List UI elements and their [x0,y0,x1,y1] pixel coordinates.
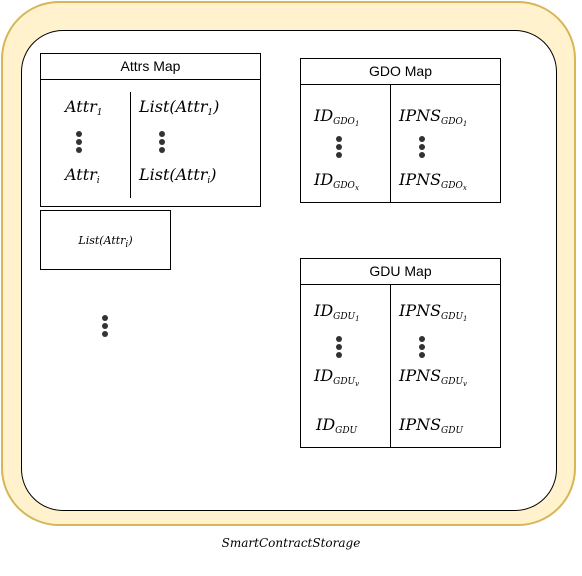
gdo-map-value-x-sub: GDO [441,181,463,191]
gdu-map-value-plain: IPNSGDU [399,416,463,440]
gdu-map-key-v-base: ID [314,366,334,385]
attrs-map-value-1-prefix: List(Attr [139,97,208,116]
gdo-map-key-x-base: ID [314,170,334,189]
gdo-map-key-x: IDGDOx [314,171,359,197]
gdu-map-value-1-base: IPNS [399,301,442,320]
attr-list-label-suffix: ) [128,234,133,247]
attrs-map-key-ellipsis [76,131,82,155]
gdo-map-divider [390,84,391,203]
gdo-map-key-x-sub: GDO [333,181,355,191]
attrs-map-value-i-prefix: List(Attr [139,165,208,184]
gdu-map-key-v-sub: GDU [333,377,356,387]
gdu-map-value-v-subsub: v [463,380,468,388]
gdo-map-value-1-base: IPNS [399,106,442,125]
more-lists-ellipsis [102,315,108,339]
gdo-map-key-1-sub: GDO [333,117,355,127]
attr-list-label-sub: i [125,240,129,250]
attr-list-label: List(Attri) [41,232,170,254]
gdu-map-key-1: IDGDU1 [314,302,360,328]
gdu-map-value-1: IPNSGDU1 [399,302,468,328]
gdu-map-value-ellipsis [419,336,425,360]
attr-list-box: List(Attri) [40,210,171,270]
attrs-map-key-i-base: Attr [65,165,97,184]
gdu-map-value-plain-base: IPNS [399,415,442,434]
gdo-map-value-x-subsub: x [462,184,467,192]
gdu-map-key-1-base: ID [314,301,334,320]
gdu-map-key-v: IDGDUv [314,367,359,393]
gdu-map-key-plain: IDGDU [316,416,357,440]
gdu-map-key-1-subsub: 1 [355,315,360,323]
gdo-map-key-1: IDGDO1 [314,107,359,133]
attrs-map-divider [130,92,131,198]
attrs-map-value-i: List(Attri) [139,166,217,190]
gdu-map-key-plain-sub: GDU [335,426,358,436]
gdo-map-key-ellipsis [336,136,342,160]
attrs-map-key-1-base: Attr [65,97,97,116]
gdu-map-value-v-base: IPNS [399,366,442,385]
gdu-map-value-v: IPNSGDUv [399,367,467,393]
gdu-map-value-plain-sub: GDU [441,426,464,436]
gdu-map-title: GDU Map [301,259,500,285]
attrs-map-value-1-sub: 1 [207,108,214,118]
gdo-map-key-1-subsub: 1 [354,120,360,128]
attr-list-label-prefix: List(Attr [78,234,126,247]
gdo-map-value-ellipsis [419,136,425,160]
gdu-map-key-v-subsub: v [355,380,360,388]
gdo-map-value-1-sub: GDO [441,117,463,127]
gdo-map-title: GDO Map [301,59,500,85]
gdo-map-value-x: IPNSGDOx [399,171,467,197]
gdo-map-value-1-subsub: 1 [462,120,468,128]
gdu-map-table: GDU Map IDGDU1 IPNSGDU1 IDGDUv IPNSGDUv … [300,258,501,448]
gdu-map-value-v-sub: GDU [441,377,464,387]
gdu-map-value-1-subsub: 1 [463,315,468,323]
attrs-map-title: Attrs Map [41,54,260,80]
storage-caption: SmartContractStorage [221,536,361,550]
attrs-map-value-ellipsis [159,131,165,155]
gdu-map-value-1-sub: GDU [441,312,464,322]
gdo-map-key-1-base: ID [314,106,334,125]
attrs-map-value-1: List(Attr1) [139,98,219,122]
gdo-map-value-1: IPNSGDO1 [399,107,467,133]
attrs-map-value-i-suffix: ) [210,165,217,184]
attrs-map-value-1-suffix: ) [213,97,220,116]
gdo-map-value-x-base: IPNS [399,170,442,189]
gdo-map-key-x-subsub: x [354,184,359,192]
gdu-map-key-1-sub: GDU [333,312,356,322]
attrs-map-table: Attrs Map Attr1 List(Attr1) Attri List(A… [40,53,261,207]
attrs-map-key-i-sub: i [96,176,100,186]
gdu-map-divider [390,284,391,448]
gdu-map-key-plain-base: ID [316,415,336,434]
gdu-map-key-ellipsis [336,336,342,360]
attrs-map-key-1: Attr1 [65,98,103,122]
attrs-map-key-i: Attri [65,166,100,190]
attrs-map-key-1-sub: 1 [96,108,103,118]
attrs-map-value-i-sub: i [207,176,211,186]
gdo-map-table: GDO Map IDGDO1 IPNSGDO1 IDGDOx IPNSGDOx [300,58,501,203]
